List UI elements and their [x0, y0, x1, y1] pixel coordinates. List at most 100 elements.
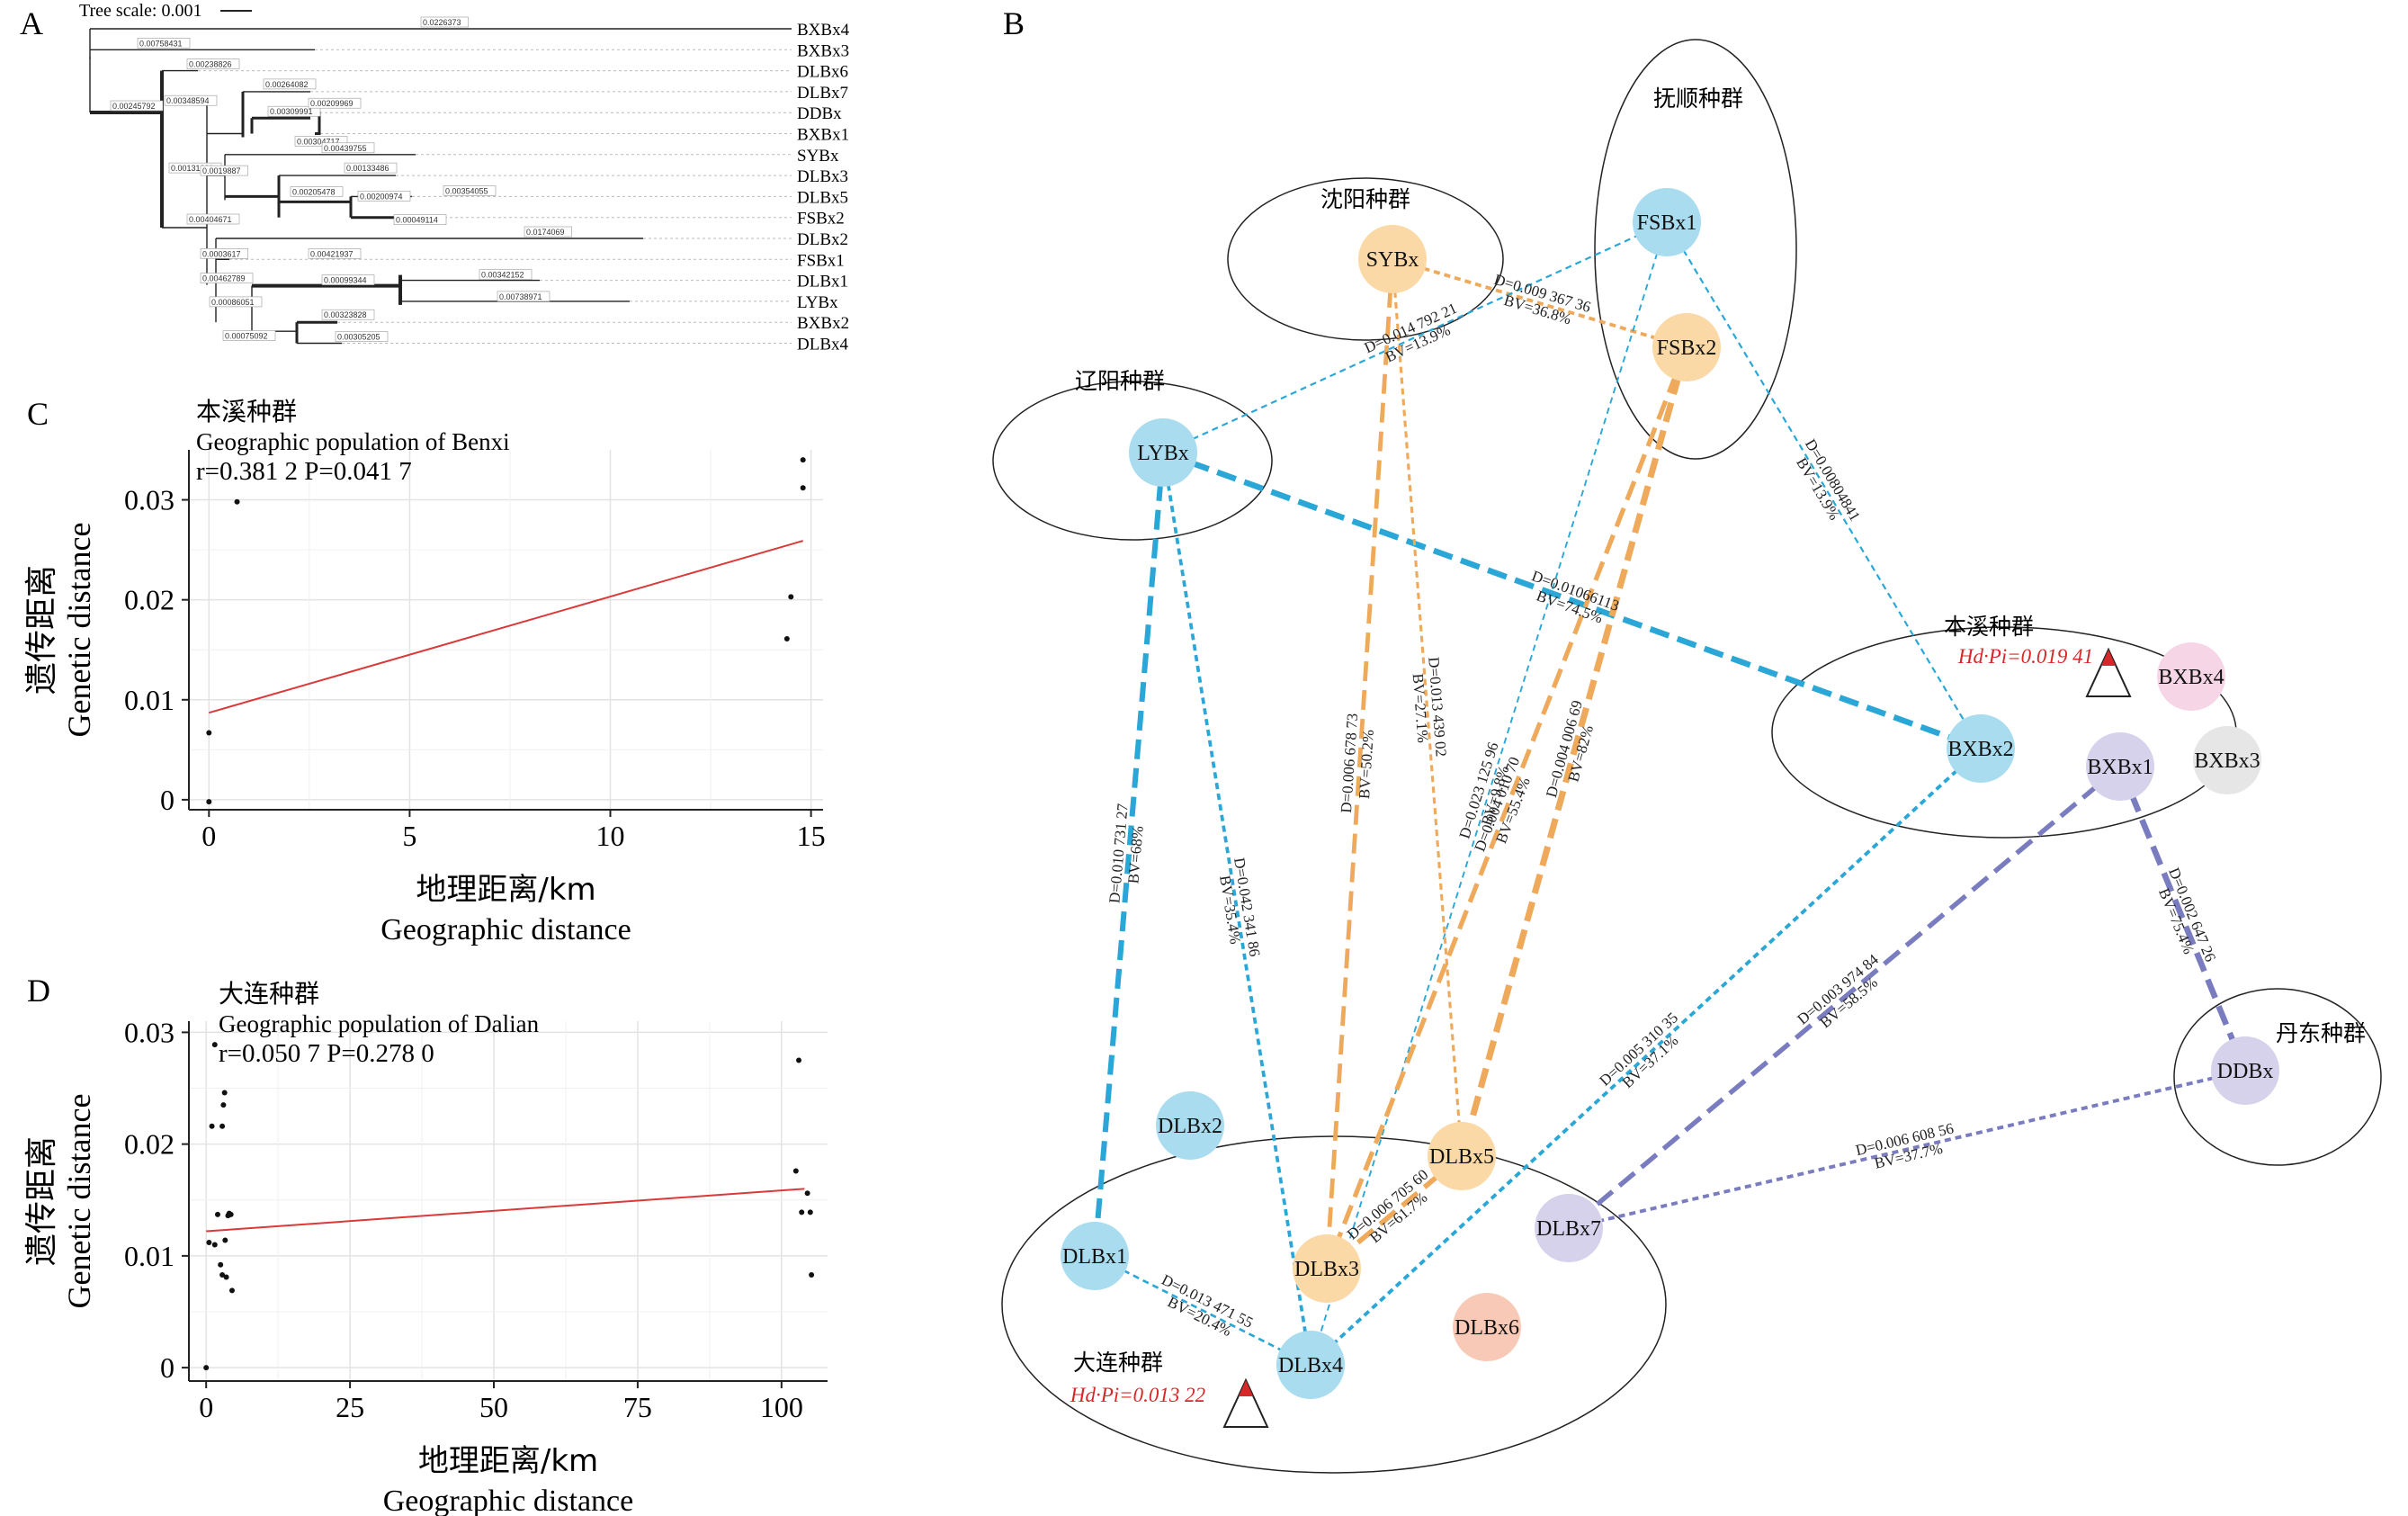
- data-point: [221, 1090, 228, 1096]
- tree-branch-label-box: [393, 214, 447, 225]
- chart-grid: [189, 1021, 828, 1381]
- population-label-dandong: 丹东种群: [2276, 1020, 2366, 1046]
- node-label-DLBx4: DLBx4: [1278, 1354, 1343, 1377]
- tree-branch-label: 0.00245792: [112, 102, 156, 111]
- node-BXBx3: [2193, 726, 2261, 794]
- tree-leaf-label: DLBx4: [797, 336, 849, 354]
- node-DDBx: [2211, 1036, 2279, 1105]
- data-point: [206, 730, 212, 736]
- phylogenetic-tree: Tree scale: 0.001 0.02263730.007584310.0…: [79, 1, 850, 354]
- tree-branch-label: 0.00200974: [360, 192, 403, 201]
- tree-branch-label-box: [344, 162, 398, 174]
- data-point: [219, 1123, 226, 1129]
- x-tick-label: 25: [336, 1391, 364, 1423]
- x-tick-label: 50: [479, 1391, 508, 1423]
- y-axis-label-cn: 遗传距离: [23, 1136, 60, 1266]
- node-DLBx3: [1293, 1234, 1361, 1303]
- node-DLBx7: [1535, 1194, 1603, 1262]
- tree-branch-label-box: [420, 16, 469, 28]
- network-edge: [1666, 221, 1982, 749]
- tree-branches: [89, 28, 792, 345]
- tree-branch-label: 0.00205478: [292, 187, 336, 196]
- data-point: [792, 1168, 799, 1174]
- y-tick-label: 0.02: [124, 584, 175, 616]
- node-label-BXBx2: BXBx2: [1947, 738, 2013, 761]
- data-point: [220, 1102, 227, 1108]
- data-point: [222, 1237, 228, 1243]
- network-edge: [1458, 346, 1690, 1157]
- tree-branch-label: 0.00049114: [396, 216, 438, 225]
- node-DLBx2: [1156, 1091, 1224, 1160]
- data-point: [218, 1261, 224, 1268]
- network-edges: [1091, 221, 2249, 1367]
- node-FSBx2: [1652, 313, 1721, 381]
- network-edge: [1392, 257, 1687, 349]
- tree-branch-label: 0.00099344: [324, 276, 367, 285]
- tree-branch-label-box: [308, 247, 362, 259]
- tree-branch-label: 0.00238826: [189, 60, 232, 69]
- x-axis-label-cn: 地理距离/km: [416, 872, 595, 908]
- tree-branch-label: 0.0019887: [202, 166, 241, 175]
- tree-branch-label-box: [222, 330, 276, 341]
- network-edge: [1091, 452, 1167, 1257]
- node-label-BXBx1: BXBx1: [2087, 756, 2153, 779]
- tree-branch-label: 0.00421937: [310, 249, 354, 258]
- tree-branch-label-box: [110, 100, 164, 112]
- node-label-BXBx4: BXBx4: [2158, 666, 2224, 689]
- network-edge: [1309, 747, 1983, 1367]
- y-tick-label: 0.01: [124, 1240, 175, 1272]
- node-DLBx4: [1276, 1331, 1345, 1399]
- tree-branch-label-box: [443, 185, 497, 196]
- population-label-benxi: 本溪种群: [1944, 614, 2034, 640]
- network-edge: [1391, 258, 1464, 1157]
- diversity-triangle-fill: [2101, 650, 2116, 666]
- tree-branch-label-box: [479, 269, 533, 280]
- network-edge: [1567, 764, 2122, 1231]
- node-label-DLBx1: DLBx1: [1062, 1245, 1127, 1269]
- tree-leaf-label: SYBx: [797, 147, 839, 166]
- y-tick-label: 0: [160, 784, 175, 816]
- y-tick-label: 0.01: [124, 684, 175, 716]
- network-edge: [1310, 221, 1668, 1366]
- panel-label-a: A: [20, 5, 43, 41]
- tree-branch-label-box: [164, 94, 218, 106]
- tree-branch-label: 0.00462789: [202, 274, 246, 283]
- data-point: [209, 1123, 215, 1129]
- network-nodes: SYBxFSBx1FSBx2LYBxBXBx2BXBx1BXBx4BXBx3DD…: [1061, 188, 2279, 1399]
- tree-leaf-label: BXBx1: [797, 126, 849, 145]
- node-label-FSBx1: FSBx1: [1637, 211, 1697, 235]
- data-point: [800, 457, 806, 463]
- tree-branch-label-box: [200, 273, 254, 283]
- tree-leaf-label: BXBx2: [797, 314, 849, 333]
- node-label-DLBx5: DLBx5: [1429, 1145, 1494, 1169]
- chart-subtitle: Geographic population of Benxi: [196, 428, 510, 455]
- tree-leaf-label: FSBx2: [797, 210, 845, 229]
- tree-branch-label-box: [186, 58, 240, 69]
- tree-branch-label: 0.0174069: [526, 228, 565, 237]
- tree-leaf-label: BXBx3: [797, 41, 849, 60]
- tree-branch-label-box: [357, 191, 411, 202]
- x-tick-label: 5: [402, 820, 416, 852]
- tree-branch-label: 0.00404671: [189, 215, 232, 224]
- tree-branch-label: 0.00738971: [499, 292, 542, 301]
- tree-branch-label: 0.00439755: [324, 144, 367, 153]
- node-label-SYBx: SYBx: [1366, 248, 1419, 272]
- diversity-triangle-icon: [2085, 647, 2132, 697]
- tree-branch-label-box: [294, 136, 348, 147]
- population-ellipse-liaoyang: [992, 381, 1273, 541]
- node-SYBx: [1358, 225, 1427, 293]
- node-DLBx5: [1428, 1122, 1496, 1190]
- population-ellipse-fushun: [1594, 39, 1797, 460]
- tree-branch-label: 0.00309991: [270, 107, 313, 116]
- y-tick-label: 0.03: [124, 1016, 175, 1048]
- data-point: [809, 1271, 815, 1278]
- data-point: [799, 1209, 805, 1215]
- node-FSBx1: [1633, 188, 1701, 256]
- tree-leaf-label: BXBx4: [797, 21, 850, 40]
- edge-bootstrap-label: BV=68%: [1124, 825, 1146, 884]
- node-label-DDBx: DDBx: [2217, 1060, 2274, 1083]
